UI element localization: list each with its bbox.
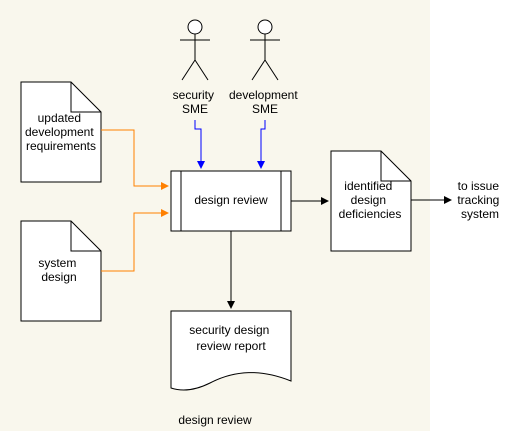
design-review-process: [170, 170, 292, 232]
connector-security-sme-to-review: [194, 120, 205, 169]
updated-requirements-label: updated development requirements: [25, 111, 97, 153]
review-report-label: security design review report: [189, 323, 272, 353]
updated-requirements-document: [20, 81, 102, 183]
development-sme-actor-icon: [250, 19, 280, 81]
connector-requirements-to-review: [101, 129, 169, 190]
design-review-process-label: design review: [194, 193, 268, 207]
diagram-caption: design review: [178, 413, 252, 427]
system-design-document: [20, 220, 102, 322]
identified-deficiencies-document: [330, 150, 412, 252]
issue-tracking-destination-label: to issue tracking system: [457, 179, 502, 221]
connector-system-design-to-review: [101, 209, 169, 272]
connector-development-sme-to-review: [257, 120, 266, 169]
development-sme-label: development SME: [229, 88, 301, 116]
identified-deficiencies-label: identified design deficiencies: [339, 179, 402, 221]
security-sme-actor-icon: [180, 19, 210, 81]
security-sme-label: security SME: [173, 88, 218, 116]
review-report-document: [170, 310, 292, 391]
system-design-label: system design: [38, 256, 79, 284]
